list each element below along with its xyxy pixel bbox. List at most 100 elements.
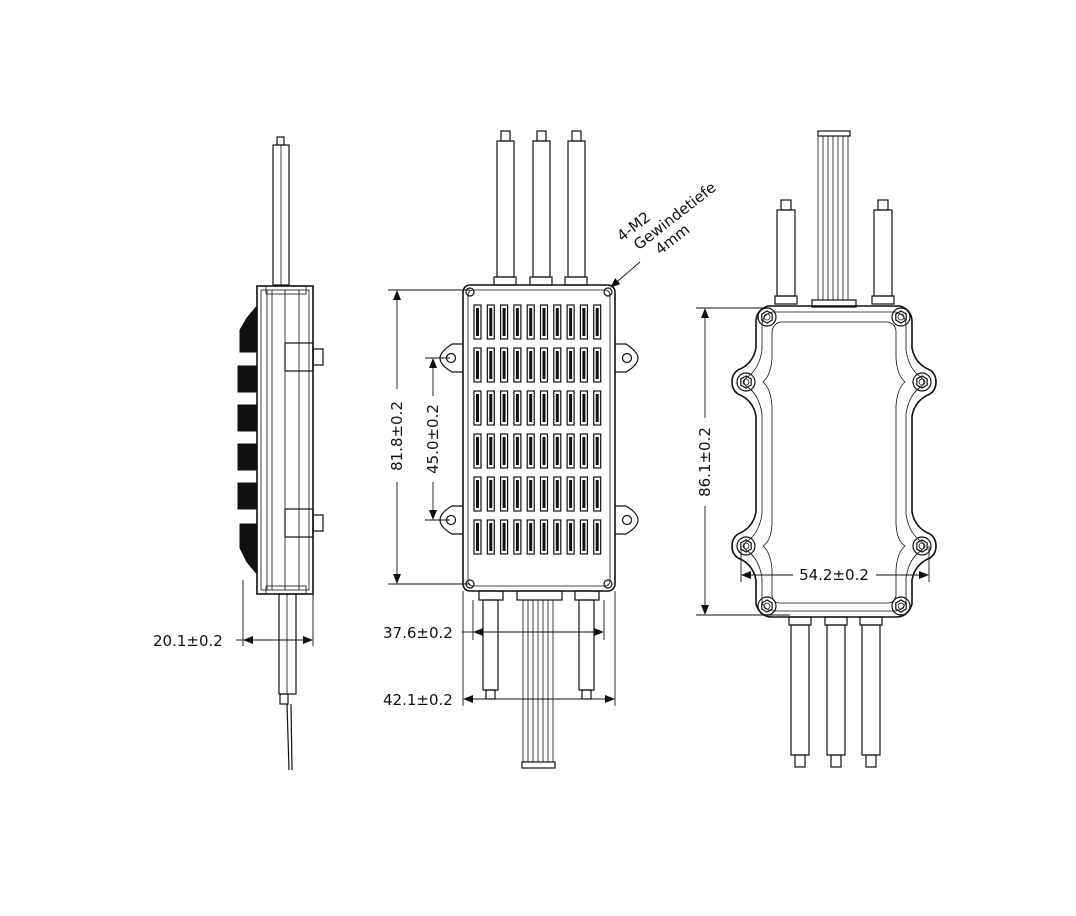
heatsink-slot-shadow [595,523,599,551]
back-view-bottom-wires [788,616,883,768]
heatsink-slot [593,476,602,512]
heatsink-slot-shadow [542,480,546,508]
heatsink-slot [539,304,549,340]
heatsink-slot [593,347,602,383]
heatsink-slot [526,519,535,555]
heatsink-slot-shadow [502,308,506,336]
back-height-label: 86.1±0.2 [696,427,714,497]
heatsink-slot-shadow [569,351,573,379]
heatsink-slot [579,476,589,512]
heatsink-slot [539,519,549,555]
heatsink-slot-shadow [515,523,519,551]
hex-bolt [736,536,756,556]
heatsink-slot-shadow [582,394,586,422]
heatsink-slot-shadow [502,523,506,551]
heatsink-slot-shadow [542,523,546,551]
heatsink-slot-shadow [582,480,586,508]
heatsink-slot-shadow [529,308,533,336]
front-view-thread-callout-leader [610,261,641,288]
heatsink-slot-shadow [569,480,573,508]
heatsink-slot [579,390,589,426]
heatsink-slot [553,519,562,555]
heatsink-slot [539,347,549,383]
front-inner-span-label: 37.6±0.2 [383,624,453,642]
heatsink-slot-shadow [489,437,493,465]
hex-bolt [891,596,911,616]
heatsink-slot-shadow [555,394,559,422]
heatsink-slot-shadow [582,308,586,336]
heatsink-slot-shadow [502,480,506,508]
heatsink-slot [513,476,522,512]
heatsink-slot-shadow [555,523,559,551]
heatsink-slot-shadow [582,351,586,379]
front-view [388,130,641,769]
hex-bolt [912,372,932,392]
heatsink-slot-shadow [542,394,546,422]
heatsink-slot-shadow [529,523,533,551]
heatsink-slot [566,347,575,383]
heatsink-slot [593,433,602,469]
heatsink-slot-shadow [515,437,519,465]
heatsink-slot [513,433,522,469]
heatsink-slot [593,304,602,340]
back-hole-spacing-label: 54.2±0.2 [799,566,869,584]
front-outer-span-label: 42.1±0.2 [383,691,453,709]
heatsink-slot-shadow [569,394,573,422]
heatsink-slot [553,476,562,512]
heatsink-slot-shadow [595,308,599,336]
heatsink-slot-shadow [542,437,546,465]
heatsink-slot [553,347,562,383]
heatsink-slot [513,347,522,383]
heatsink-slot-shadow [569,523,573,551]
heatsink-slot [566,476,575,512]
heatsink-slot-shadow [555,480,559,508]
heatsink-slot-shadow [595,480,599,508]
heatsink-slot-shadow [582,523,586,551]
heatsink-slot [579,347,589,383]
heatsink-slot-shadow [489,351,493,379]
heatsink-slot-shadow [476,437,479,465]
heatsink-slot-shadow [476,394,479,422]
heatsink-slot-shadow [582,437,586,465]
heatsink-slot [473,433,482,469]
heatsink-slot-shadow [502,437,506,465]
heatsink-slot [593,519,602,555]
side-view-top-cable [272,136,290,286]
heatsink-slot-shadow [489,480,493,508]
heatsink-slot-shadow [515,394,519,422]
heatsink-slot [486,390,495,426]
side-view-body [256,285,324,595]
back-view-height-dimension [696,307,790,616]
heatsink-slot-shadow [515,480,519,508]
heatsink-slot [473,519,482,555]
heatsink-slot [500,476,509,512]
heatsink-slot [486,519,495,555]
heatsink-slot [473,304,482,340]
heatsink-slot [539,433,549,469]
hex-bolt [912,536,932,556]
heatsink-slot [539,476,549,512]
heatsink-slot [526,390,535,426]
back-view-hex-bolts [736,307,932,616]
heatsink-slot [500,347,509,383]
heatsink-slot [539,390,549,426]
heatsink-slot [526,476,535,512]
heatsink-slot [486,476,495,512]
heatsink-slot [486,433,495,469]
back-view-hole-spacing-dimension [740,546,930,582]
heatsink-slot-shadow [515,308,519,336]
heatsink-slot [579,433,589,469]
heatsink-slot [579,519,589,555]
heatsink-slot [500,390,509,426]
hex-bolt [757,596,777,616]
back-view-top-connectors [774,130,895,308]
heatsink-slot-shadow [529,480,533,508]
heatsink-slot [566,519,575,555]
heatsink-slot [513,304,522,340]
front-view-body [462,284,616,592]
heatsink-slot-shadow [555,308,559,336]
side-depth-label: 20.1±0.2 [153,632,223,650]
heatsink-slot-shadow [489,394,493,422]
heatsink-slot-shadow [515,351,519,379]
